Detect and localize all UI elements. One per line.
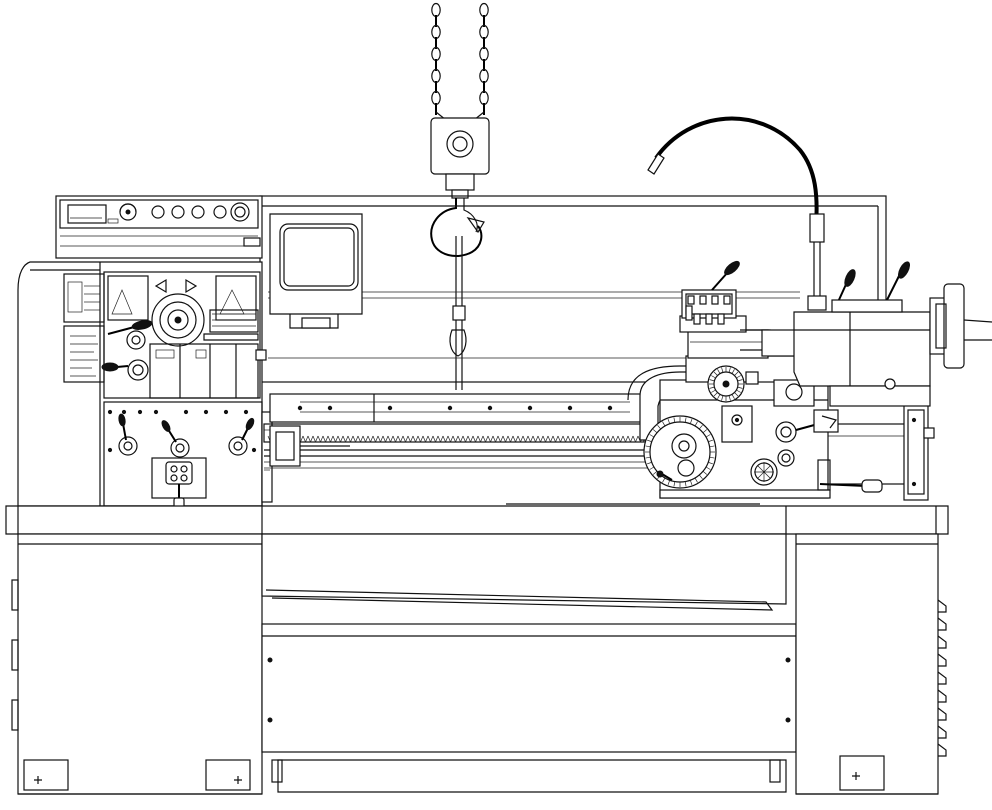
rack-teeth	[267, 435, 644, 443]
chain-hoist	[430, 2, 490, 390]
control-panel	[55, 195, 263, 259]
control-knob	[151, 205, 165, 219]
cross-slide-dial	[709, 367, 743, 401]
emergency-stop-button	[230, 202, 250, 222]
right-pedestal	[795, 533, 947, 795]
bed-bolts	[297, 405, 613, 411]
left-pedestal	[11, 533, 263, 795]
hoist-chains	[431, 2, 489, 121]
control-knob	[171, 205, 185, 219]
coolant-hose	[647, 116, 827, 311]
control-knob	[191, 205, 205, 219]
control-knob	[213, 205, 227, 219]
tailstock	[793, 261, 992, 407]
chuck-guard	[269, 213, 363, 329]
ventilation-fins	[937, 599, 947, 757]
cross-slide	[679, 260, 843, 407]
bed-top	[5, 503, 949, 535]
headstock	[17, 261, 273, 513]
chip-tray	[261, 533, 797, 793]
lathe-bed	[263, 393, 935, 501]
